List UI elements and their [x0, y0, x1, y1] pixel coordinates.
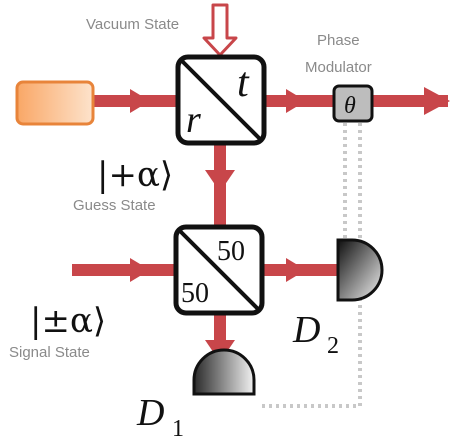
detector-d1-icon: [192, 348, 256, 396]
signal-state-label: Signal State: [9, 344, 90, 361]
transmission-label: t: [237, 60, 250, 106]
svg-text:2: 2: [327, 333, 339, 359]
arrow-signal-icon: [130, 258, 150, 282]
laser-source-icon: [15, 80, 95, 126]
theta-label: θ: [344, 93, 356, 119]
vacuum-input-arrow-icon: [202, 3, 238, 57]
arrow-laser-icon: [130, 89, 150, 113]
feedback-line-d1: [258, 123, 362, 408]
svg-text:D: D: [136, 392, 164, 434]
detector-d2-icon: [336, 238, 384, 302]
phase-label: Phase: [317, 32, 360, 49]
beam-splitter-2: 50 50: [173, 224, 265, 316]
phase-modulator: θ: [332, 84, 374, 123]
beam-splitter-1: t r: [175, 54, 267, 146]
svg-text:D: D: [292, 309, 320, 351]
signal-state-ket: |±α⟩: [30, 301, 106, 341]
guess-state-label: Guess State: [73, 197, 156, 214]
arrow-reflected-icon: [205, 170, 235, 192]
vacuum-state-label: Vacuum State: [86, 16, 179, 33]
detector-d2-label: D 2: [292, 309, 339, 359]
detector-d1-label: D 1: [136, 392, 184, 442]
reflection-label: r: [186, 99, 201, 141]
arrow-d2-icon: [286, 258, 306, 282]
modulator-label: Modulator: [305, 59, 372, 76]
arrow-output-right-icon: [424, 87, 450, 115]
bs2-bottom-ratio: 50: [181, 278, 209, 309]
guess-state-ket: |+α⟩: [97, 155, 173, 195]
svg-text:1: 1: [172, 416, 184, 442]
phase-modulator-icon: [332, 84, 374, 123]
bs2-top-ratio: 50: [217, 236, 245, 267]
arrow-transmitted-icon: [286, 89, 306, 113]
